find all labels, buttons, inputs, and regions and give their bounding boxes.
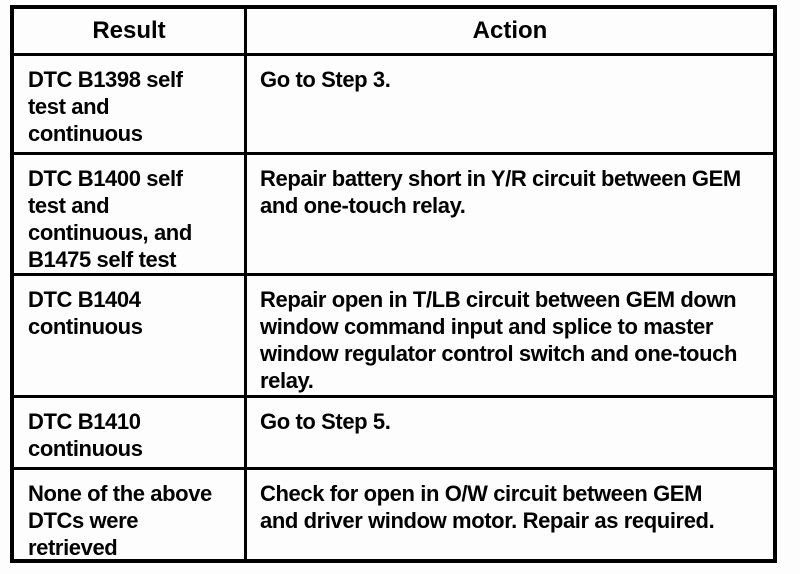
action-cell: Go to Step 3. — [244, 53, 773, 152]
action-cell: Repair battery short in Y/R circuit betw… — [244, 152, 773, 273]
diagnostic-table: Result Action DTC B1398 self test and co… — [10, 5, 777, 563]
action-cell: Repair open in T/LB circuit between GEM … — [244, 273, 773, 395]
column-header-action: Action — [244, 9, 773, 53]
result-cell: DTC B1398 self test and continuous — [14, 53, 244, 152]
result-cell: DTC B1404 continuous — [14, 273, 244, 395]
column-header-result: Result — [92, 17, 166, 44]
result-cell: DTC B1400 self test and continuous, and … — [14, 152, 244, 273]
action-cell: Go to Step 5. — [244, 395, 773, 467]
action-cell: Check for open in O/W circuit between GE… — [244, 467, 773, 559]
result-cell: None of the above DTCs were retrieved — [14, 467, 244, 559]
result-cell: DTC B1410 continuous — [14, 395, 244, 467]
